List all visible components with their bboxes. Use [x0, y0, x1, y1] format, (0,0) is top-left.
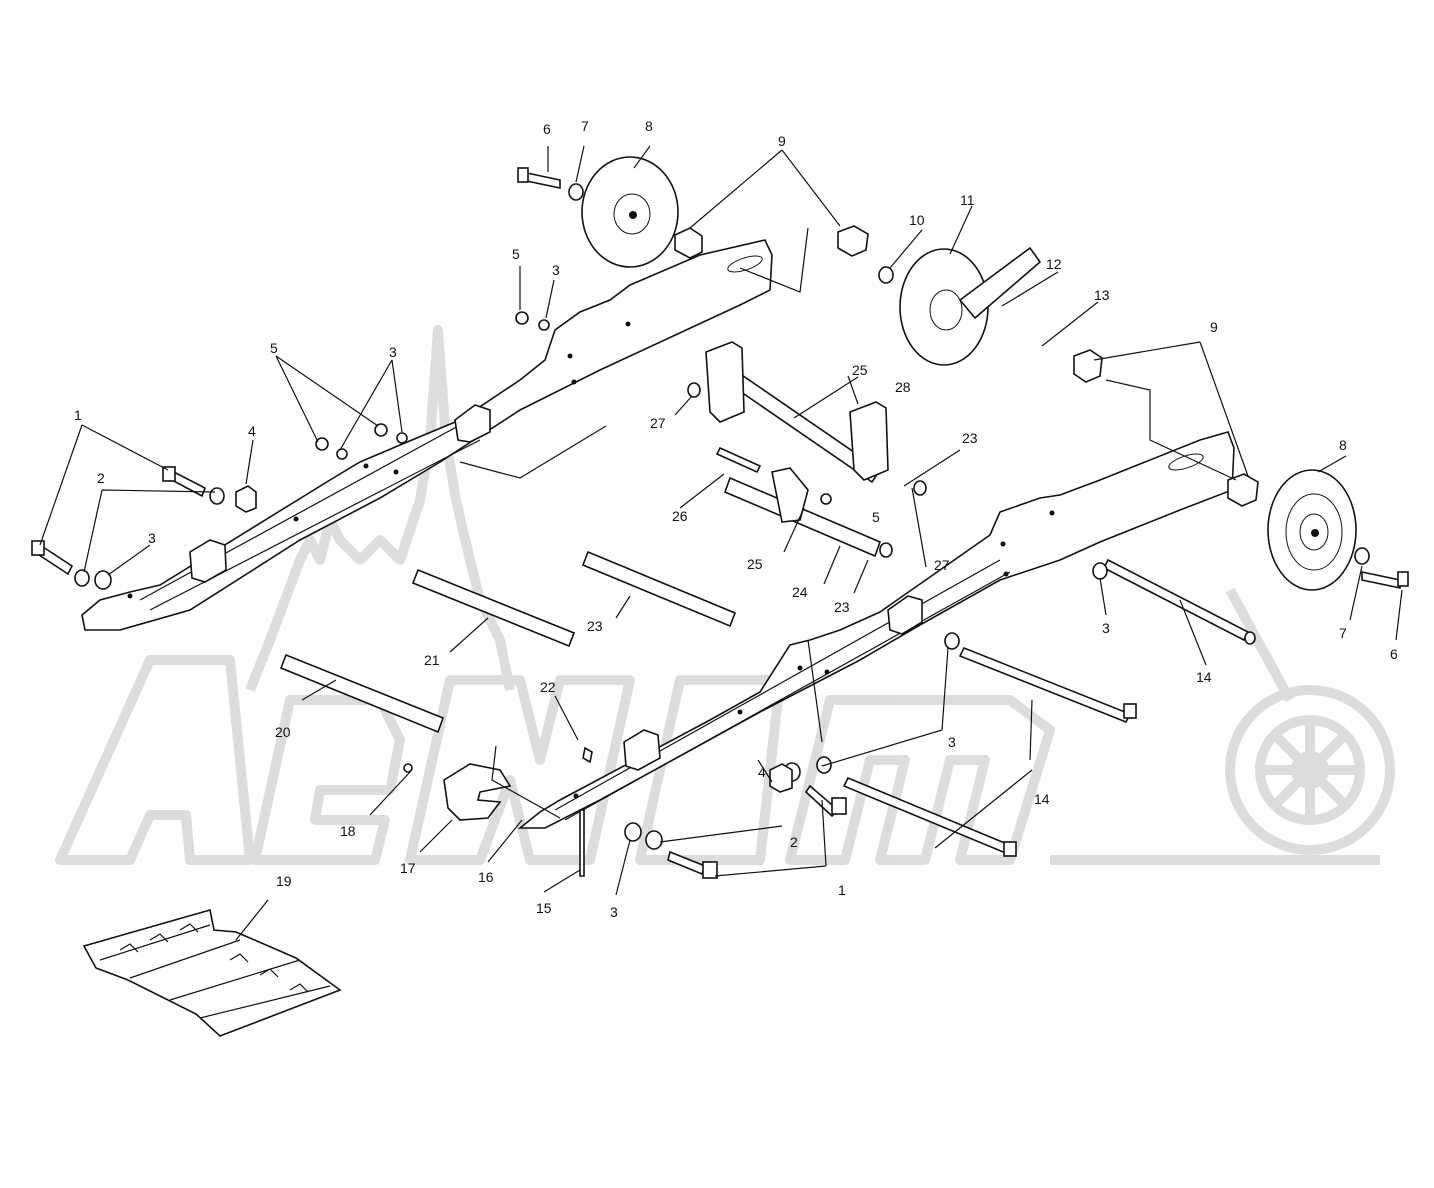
shaft-24 — [723, 476, 882, 558]
callout-27: 27 — [650, 415, 666, 431]
mount-block-9a — [674, 227, 703, 259]
callout-18: 18 — [340, 823, 356, 839]
callout-6: 6 — [1390, 646, 1398, 662]
callout-25: 25 — [747, 556, 763, 572]
callout-15: 15 — [536, 900, 552, 916]
leader-lines — [39, 145, 1403, 941]
callout-16: 16 — [478, 869, 494, 885]
callout-11: 11 — [960, 192, 975, 208]
callout-5: 5 — [512, 246, 520, 262]
idler-wheel-right — [1267, 469, 1357, 591]
right-rail-bracket-rear — [887, 595, 923, 635]
callout-9: 9 — [778, 133, 786, 149]
callout-3: 3 — [948, 734, 956, 750]
callout-17: 17 — [400, 860, 416, 876]
idler-wheel-with-axle — [899, 246, 1042, 366]
left-rail-bracket-rear — [454, 404, 491, 443]
callout-4: 4 — [758, 764, 766, 780]
callout-8: 8 — [645, 118, 653, 134]
callout-5: 5 — [270, 340, 278, 356]
callout-26: 26 — [672, 508, 688, 524]
callout-10: 10 — [909, 212, 925, 228]
callout-25: 25 — [852, 362, 868, 378]
callout-8: 8 — [1339, 437, 1347, 453]
mount-block-9c — [1073, 349, 1103, 383]
right-rail-bracket-front — [623, 729, 661, 771]
link-arm — [771, 467, 809, 523]
mount-block-4b — [769, 763, 793, 793]
callout-3: 3 — [1102, 620, 1110, 636]
callout-4: 4 — [248, 423, 256, 439]
track-segment — [82, 908, 342, 1037]
bracket-28-right — [849, 401, 889, 481]
callout-3: 3 — [552, 262, 560, 278]
left-rail-bracket-front — [189, 539, 227, 583]
cross-shafts — [279, 358, 882, 734]
shaft-20 — [279, 653, 445, 734]
callout-20: 20 — [275, 724, 291, 740]
shaft-21 — [411, 568, 576, 648]
callout-27: 27 — [934, 557, 950, 573]
callout-21: 21 — [424, 652, 440, 668]
callout-5: 5 — [872, 509, 880, 525]
callout-2: 2 — [790, 834, 798, 850]
callout-2: 2 — [97, 470, 105, 486]
callout-6: 6 — [543, 121, 551, 137]
callout-7: 7 — [1339, 625, 1347, 641]
bracket-28-left — [705, 341, 745, 423]
callout-14: 14 — [1034, 791, 1050, 807]
callout-13: 13 — [1094, 287, 1110, 303]
callout-19: 19 — [276, 873, 292, 889]
callout-3: 3 — [389, 344, 397, 360]
right-slide-rail — [517, 431, 1235, 829]
left-slide-rail — [81, 239, 773, 631]
mount-block-9b — [837, 225, 869, 257]
callout-12: 12 — [1046, 256, 1062, 272]
callout-23: 23 — [587, 618, 603, 634]
callout-28: 28 — [895, 379, 911, 395]
idler-wheel-upper-left — [581, 156, 679, 268]
mount-block-9d — [1227, 473, 1259, 507]
callout-24: 24 — [792, 584, 808, 600]
callout-1: 1 — [838, 882, 846, 898]
callout-14: 14 — [1196, 669, 1212, 685]
callout-23: 23 — [834, 599, 850, 615]
callout-7: 7 — [581, 118, 589, 134]
callout-22: 22 — [540, 679, 556, 695]
hardware-bolts-washers — [31, 167, 1409, 879]
callout-1: 1 — [74, 407, 82, 423]
callout-3: 3 — [610, 904, 618, 920]
mount-block-4a — [235, 485, 257, 513]
shaft-23-lower — [581, 550, 737, 628]
callout-9: 9 — [1210, 319, 1218, 335]
callout-labels: 1 1 2 2 3 3 3 3 3 3 4 4 5 5 5 6 6 7 7 8 … — [74, 118, 1398, 920]
callout-23: 23 — [962, 430, 978, 446]
rail-slider-tip — [443, 763, 512, 821]
callout-3: 3 — [148, 530, 156, 546]
